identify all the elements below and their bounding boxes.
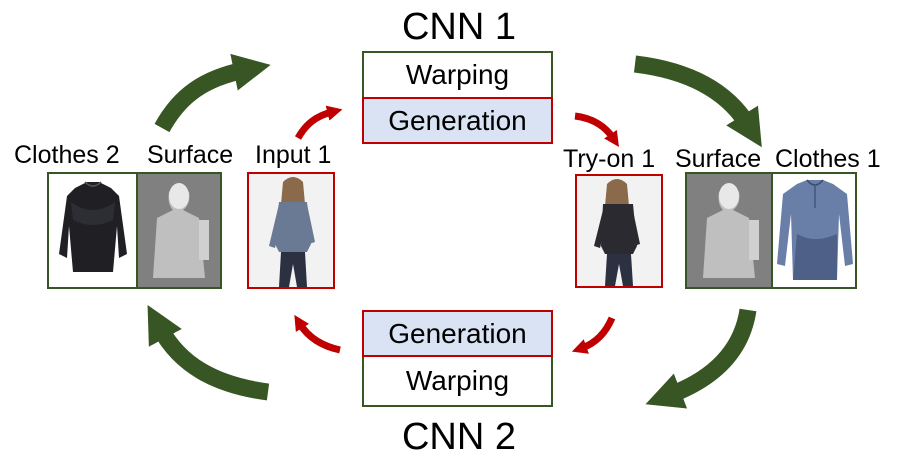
input-1-panel xyxy=(247,172,335,289)
red-arrow-top-right xyxy=(574,112,619,147)
cnn2-generation-box: Generation xyxy=(362,310,553,357)
red-arrow-bottom-left xyxy=(294,314,341,354)
red-arrow-top-left xyxy=(294,105,343,140)
green-arrow-top-left xyxy=(154,53,271,133)
label-surface-right: Surface xyxy=(675,145,762,173)
clothes-2-image xyxy=(59,174,220,287)
label-try-on-1: Try-on 1 xyxy=(563,145,656,173)
label-clothes-2: Clothes 2 xyxy=(14,141,120,169)
label-input-1: Input 1 xyxy=(255,141,332,169)
label-clothes-1: Clothes 1 xyxy=(775,145,881,173)
label-surface-left: Surface xyxy=(147,141,234,169)
input-1-image xyxy=(269,177,315,287)
red-arrow-bottom-right xyxy=(571,316,616,354)
cnn2-title: CNN 2 xyxy=(401,416,517,458)
cnn1-warping-box: Warping xyxy=(362,51,553,97)
clothes-2-surface-panel xyxy=(47,172,222,289)
surface-clothes-1-panel xyxy=(685,172,857,289)
try-on-1-panel xyxy=(575,174,663,288)
cnn1-generation-box: Generation xyxy=(362,97,553,144)
green-arrow-bottom-left xyxy=(147,304,270,401)
cnn2-warping-box: Warping xyxy=(362,357,553,407)
cnn1-title: CNN 1 xyxy=(401,6,517,48)
clothes-1-image xyxy=(687,174,853,287)
green-arrow-top-right xyxy=(633,55,762,148)
green-arrow-bottom-right xyxy=(645,308,757,409)
try-on-1-image xyxy=(594,179,640,286)
